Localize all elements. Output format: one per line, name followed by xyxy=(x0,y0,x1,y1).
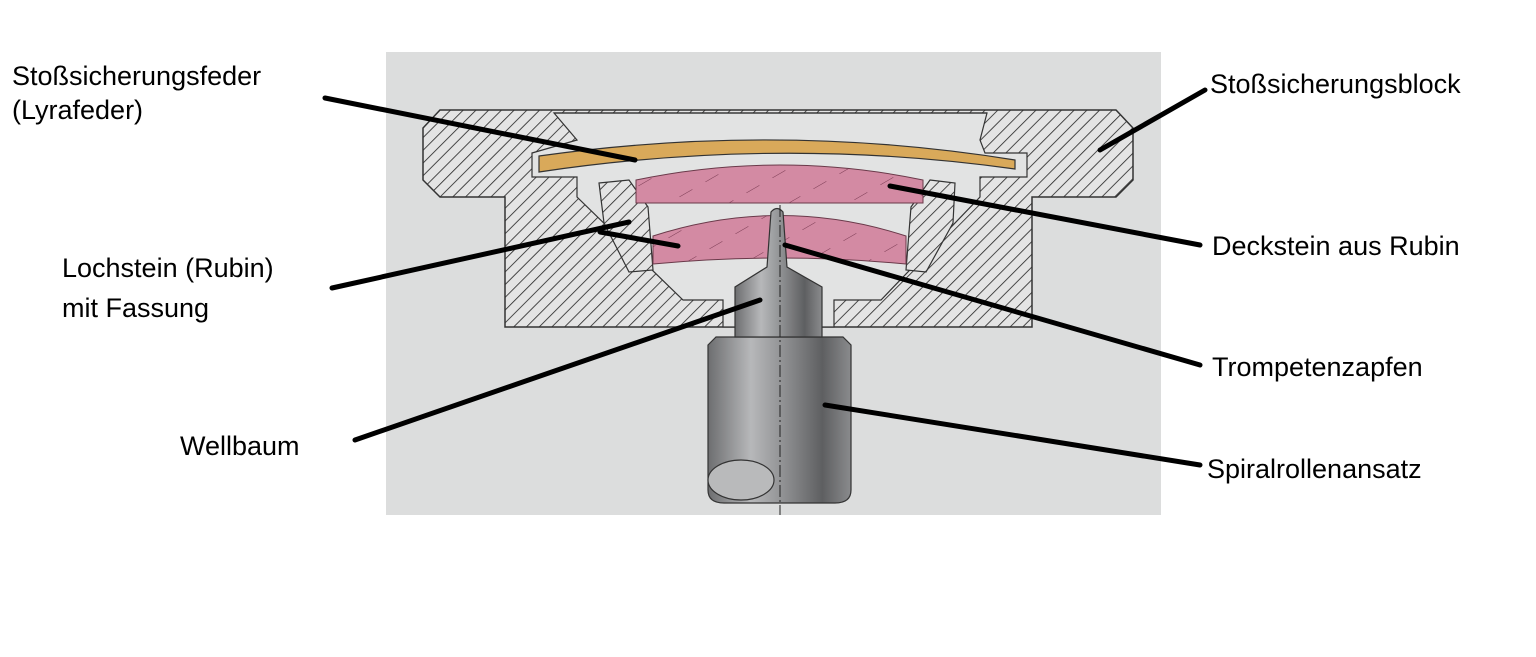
leader-block xyxy=(1097,87,1208,153)
label-spring: Stoßsicherungsfeder xyxy=(12,61,262,91)
arbor-end-face xyxy=(707,459,775,501)
label-hole-jewel-setting: mit Fassung xyxy=(62,293,210,323)
leader-pivot xyxy=(782,242,1203,368)
label-cap-jewel: Deckstein aus Rubin xyxy=(1212,231,1460,261)
cap-jewel xyxy=(635,164,924,204)
label-block: Stoßsicherungsblock xyxy=(1210,69,1461,99)
label-collet: Spiralrollenansatz xyxy=(1207,454,1422,484)
leader-cap-jewel xyxy=(887,183,1203,248)
leader-collet xyxy=(822,402,1203,468)
leader-arbor xyxy=(352,297,763,443)
leader-lines xyxy=(322,87,1208,468)
shock-spring xyxy=(538,139,1016,173)
label-hole-jewel: Lochstein (Rubin) xyxy=(62,253,274,283)
label-spring-alt: (Lyrafeder) xyxy=(12,95,144,125)
leader-hole-setting xyxy=(329,219,632,291)
label-pivot: Trompetenzapfen xyxy=(1212,352,1423,382)
arbor xyxy=(734,207,823,338)
label-arbor: Wellbaum xyxy=(180,431,300,461)
leader-hole-jewel xyxy=(597,229,681,249)
leader-spring xyxy=(322,95,638,163)
